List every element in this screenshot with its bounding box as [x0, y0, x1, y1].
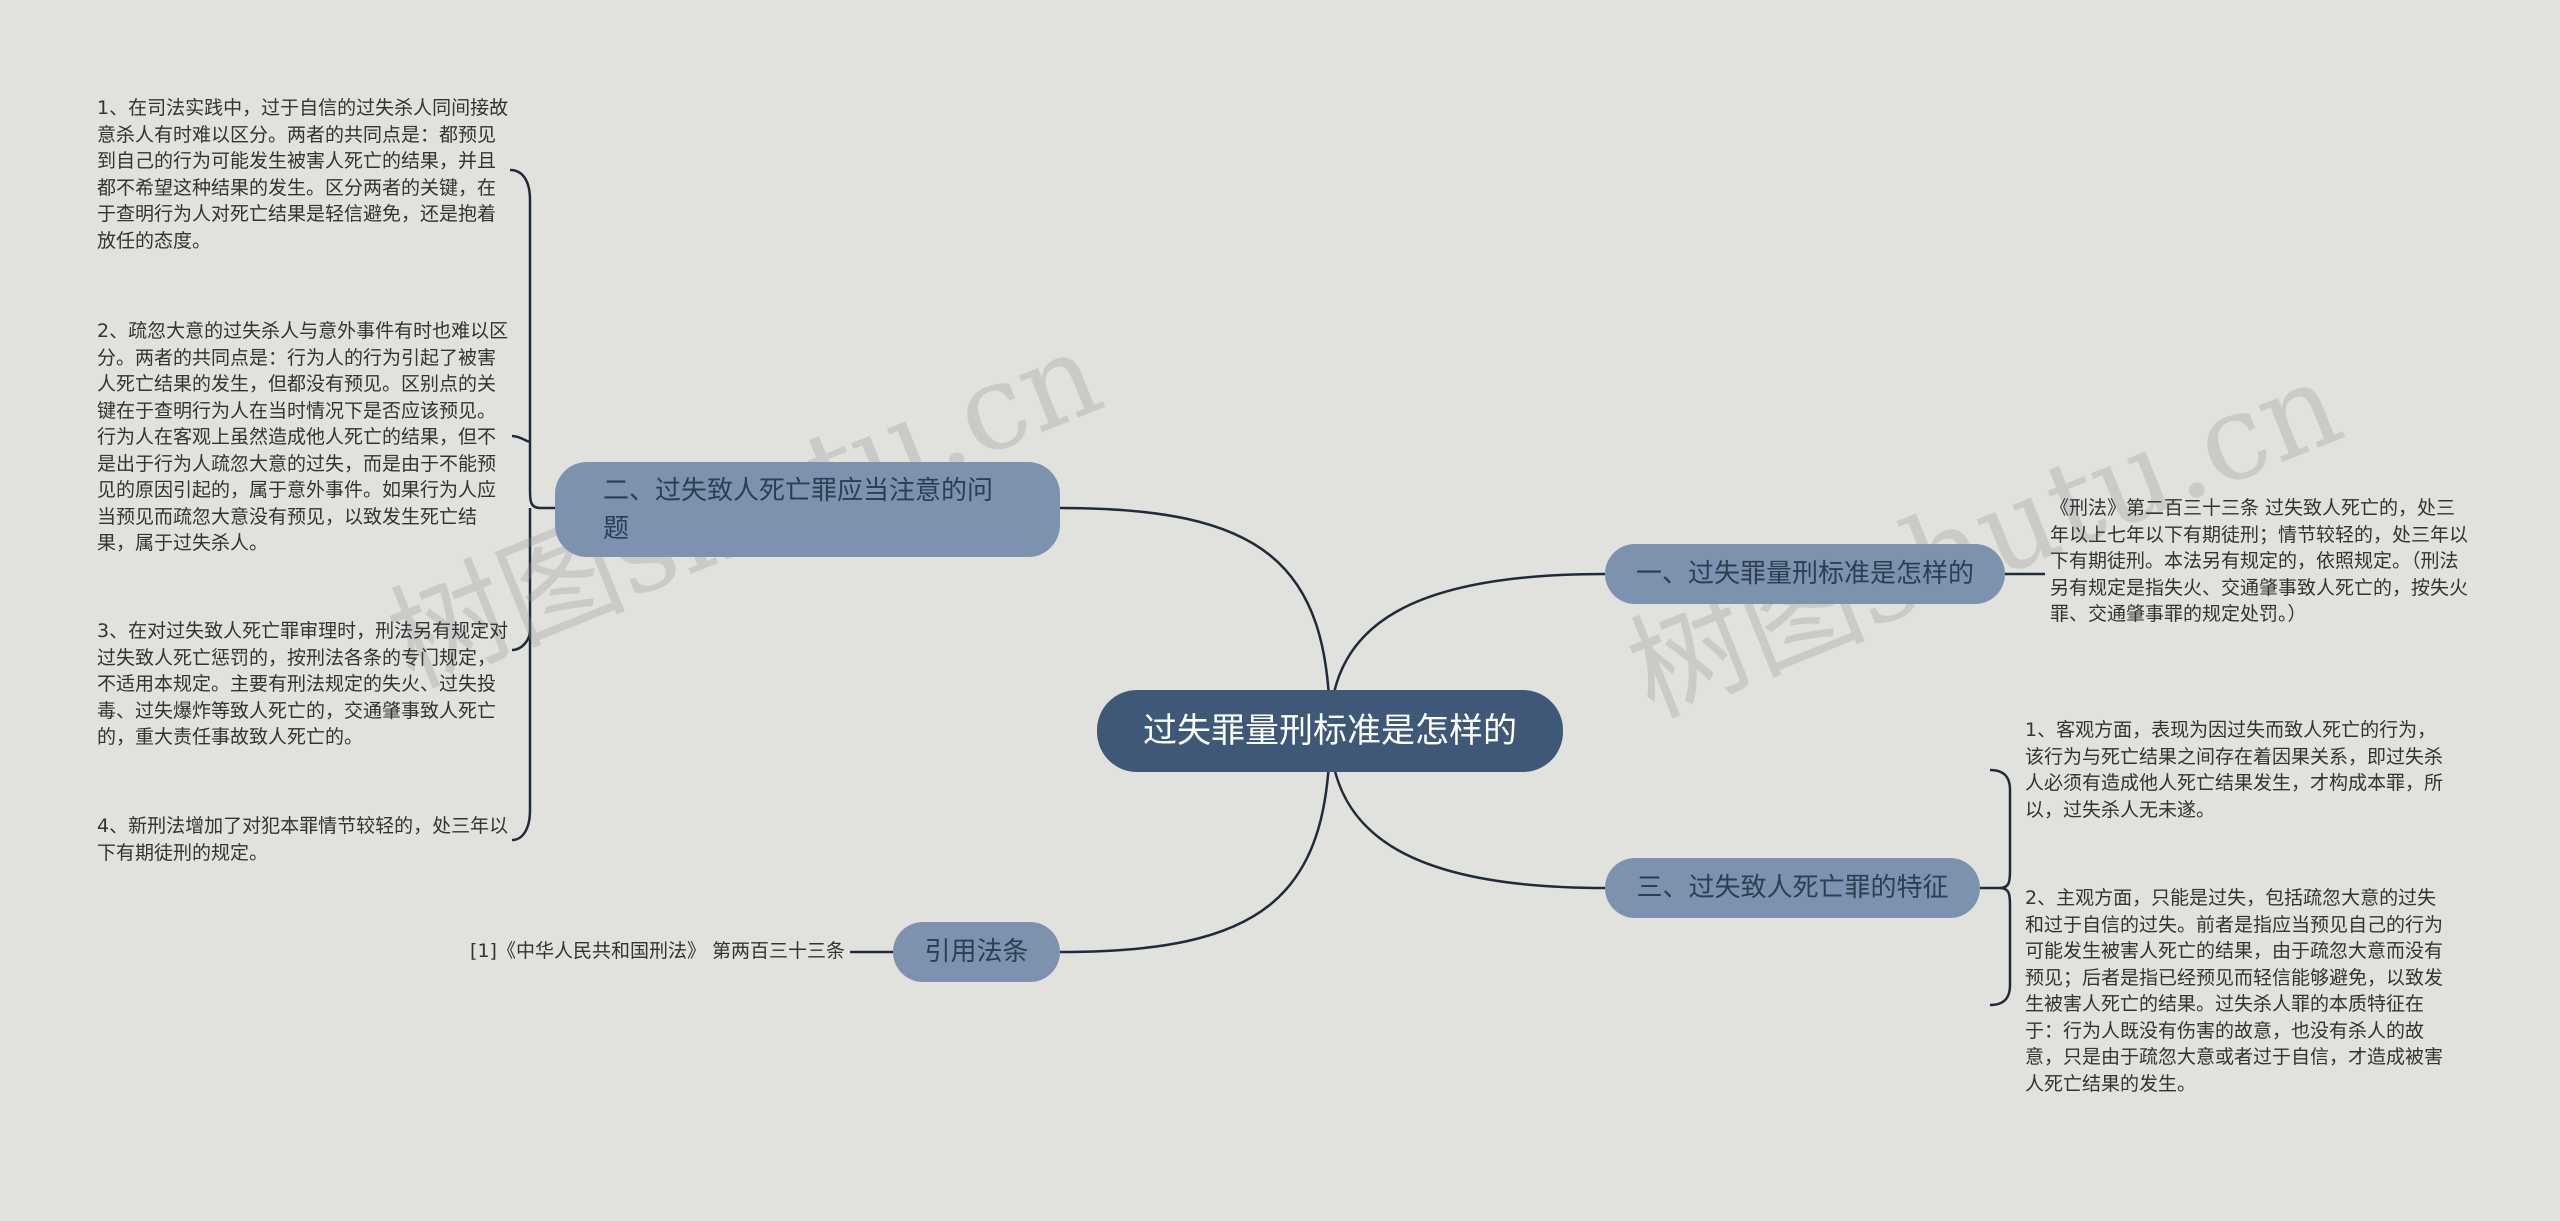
- leaf-text-characteristic-1: 1、客观方面，表现为因过失而致人死亡的行为，该行为与死亡结果之间存在着因果关系，…: [2025, 719, 2444, 821]
- branch-label: 二、过失致人死亡罪应当注意的问题: [603, 475, 994, 544]
- leaf-text-issue-2: 2、疏忽大意的过失杀人与意外事件有时也难以区分。两者的共同点是：行为人的行为引起…: [97, 320, 509, 554]
- root-node[interactable]: 过失罪量刑标准是怎样的: [1097, 690, 1563, 772]
- bracket-b3: [1980, 768, 2012, 1007]
- leaf-text-issue-3: 3、在对过失致人死亡罪审理时，刑法另有规定对过失致人死亡惩罚的，按刑法各条的专门…: [97, 620, 509, 748]
- branch-node-crime-characteristics[interactable]: 三、过失致人死亡罪的特征: [1605, 858, 1980, 918]
- branch-label: 引用法条: [924, 937, 1029, 967]
- leaf-text-cited-law: [1]《中华人民共和国刑法》 第两百三十三条: [470, 940, 845, 962]
- branch-node-cited-law[interactable]: 引用法条: [893, 922, 1060, 982]
- branch-label: 一、过失罪量刑标准是怎样的: [1635, 559, 1974, 589]
- branch-label: 三、过失致人死亡罪的特征: [1636, 873, 1949, 903]
- link-root-b2: [1059, 506, 1332, 731]
- leaf-text-characteristic-2: 2、主观方面，只能是过失，包括疏忽大意的过失和过于自信的过失。前者是指应当预见自…: [2025, 887, 2444, 1095]
- link-root-b4: [1059, 729, 1332, 954]
- bracket-b2: [509, 168, 555, 842]
- root-node-label: 过失罪量刑标准是怎样的: [1143, 711, 1517, 751]
- branch-node-sentencing-standard[interactable]: 一、过失罪量刑标准是怎样的: [1605, 544, 2005, 604]
- leaf-text-issue-1: 1、在司法实践中，过于自信的过失杀人同间接故意杀人有时难以区分。两者的共同点是：…: [97, 97, 509, 252]
- leaf-text-issue-4: 4、新刑法增加了对犯本罪情节较轻的，处三年以下有期徒刑的规定。: [97, 815, 509, 864]
- leaf-text-criminal-law-article: 《刑法》第二百三十三条 过失致人死亡的，处三年以上七年以下有期徒刑；情节较轻的，…: [2050, 497, 2469, 625]
- branch-node-issues-to-note[interactable]: 二、过失致人死亡罪应当注意的问题: [555, 462, 1060, 557]
- link-root-b1: [1328, 572, 1606, 731]
